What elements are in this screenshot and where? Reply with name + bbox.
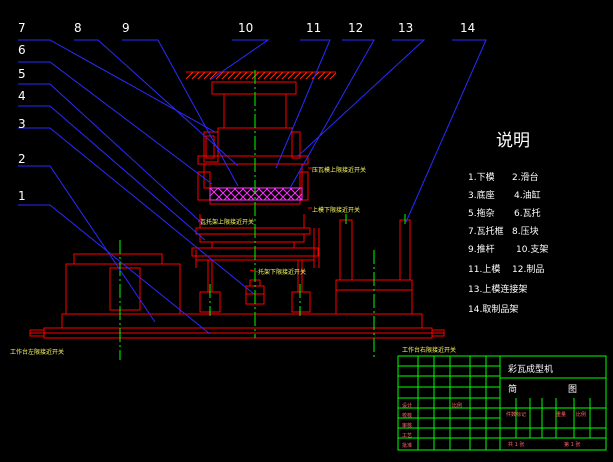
legend-row-2-right: 4.油缸 [514, 189, 541, 201]
legend-title: 说明 [496, 131, 530, 151]
centerlines [119, 70, 406, 360]
row-label-craft: 工艺 [402, 433, 412, 439]
row-label-review: 审核 [402, 422, 412, 429]
callout-numbers: 7 6 5 4 3 2 1 8 9 10 11 12 13 14 [18, 21, 475, 203]
annotation-upper-lower: 上模下限接近开关 [312, 206, 360, 214]
callout-1: 1 [18, 189, 26, 203]
title-block-text: 彩瓦成型机 简 图 设计 校核 审核 工艺 批准 比例 件数标记 重量 比例 共… [402, 363, 586, 449]
annotation-rod: 托架下限接近开关 [258, 268, 306, 276]
marking-cell: 件数标记 [506, 411, 526, 418]
callout-14: 14 [460, 21, 475, 35]
legend-row-2-left: 3.底座 [468, 189, 495, 201]
callout-9: 9 [122, 21, 130, 35]
product-hatch [209, 187, 303, 201]
callout-3: 3 [18, 117, 26, 131]
legend: 说明 1.下模 2.滑台 3.底座 4.油缸 5.拖杂 6.瓦托 7.瓦托框 8… [468, 131, 548, 315]
annotation-table-left: 工作台左限接近开关 [10, 348, 64, 356]
sheet-number: 第 1 张 [564, 441, 580, 448]
annotation-table-right: 工作台右限接近开关 [402, 346, 456, 354]
callout-12: 12 [348, 21, 363, 35]
callout-11: 11 [306, 21, 321, 35]
annotation-arrows [197, 167, 312, 273]
legend-row-3-left: 5.拖杂 [468, 207, 495, 219]
weight-cell: 重量 [556, 411, 566, 418]
legend-row-5-right: 10.支架 [516, 243, 548, 255]
leader-lines [18, 39, 487, 335]
title-block [397, 355, 607, 451]
drawing-number: 比例 [452, 402, 462, 409]
legend-row-4-right: 8.压块 [512, 225, 539, 237]
legend-line-14: 14.取制品架 [468, 303, 518, 315]
callout-7: 7 [18, 21, 26, 35]
legend-row-5-left: 9.推杆 [468, 243, 495, 255]
machine-name: 彩瓦成型机 [508, 363, 553, 375]
row-label-check: 校核 [402, 412, 412, 419]
legend-row-3-right: 6.瓦托 [514, 207, 541, 219]
sheet-total: 共 1 张 [508, 441, 524, 448]
callout-2: 2 [18, 152, 26, 166]
legend-line-13: 13.上模连接架 [468, 283, 527, 295]
callout-6: 6 [18, 43, 26, 57]
legend-row-1-right: 2.滑台 [512, 171, 539, 183]
callout-4: 4 [18, 89, 26, 103]
annotation-upper-limit: 压瓦模上限接近开关 [312, 166, 366, 174]
row-label-design: 设计 [402, 402, 412, 409]
annotation-tray-upper: 瓦托架上限接近开关 [200, 218, 254, 226]
legend-row-6-left: 11.上模 [468, 264, 500, 275]
view-label-right: 图 [568, 384, 577, 395]
callout-8: 8 [74, 21, 82, 35]
callout-10: 10 [238, 21, 253, 35]
callout-5: 5 [18, 67, 26, 81]
legend-row-6-right: 12.制品 [512, 263, 544, 275]
callout-13: 13 [398, 21, 413, 35]
scale-cell: 比例 [576, 411, 586, 418]
view-label-left: 简 [508, 383, 517, 395]
switch-annotations: 压瓦模上限接近开关 上模下限接近开关 瓦托架上限接近开关 托架下限接近开关 工作… [10, 166, 456, 356]
machine-outline [29, 71, 445, 339]
legend-row-1-left: 1.下模 [468, 172, 495, 183]
row-label-approve: 批准 [402, 442, 412, 449]
legend-row-4-left: 7.瓦托框 [468, 225, 504, 237]
